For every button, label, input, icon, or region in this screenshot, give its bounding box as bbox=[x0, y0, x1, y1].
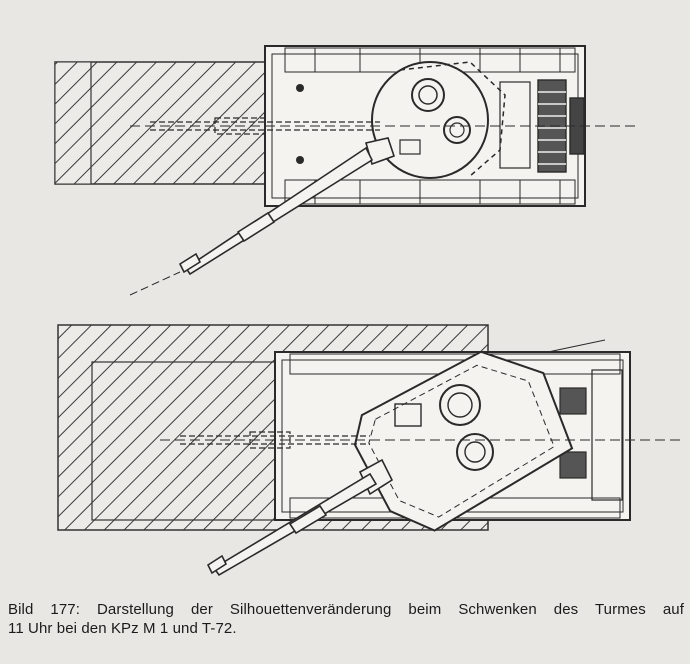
caption-line-2: 11 Uhr bei den KPz M 1 und T-72. bbox=[8, 620, 237, 637]
m1-turret bbox=[371, 61, 489, 179]
m1-top-view bbox=[54, 45, 640, 296]
caption-line-1: Bild 177: Darstellung der Silhouettenver… bbox=[8, 601, 684, 618]
m1-gun-11-oclock bbox=[178, 137, 396, 276]
t72-gun-11-oclock bbox=[206, 458, 394, 577]
figure-caption: Bild 177: Darstellung der Silhouettenver… bbox=[8, 600, 684, 638]
m1-silhouette-hatch bbox=[54, 61, 281, 185]
t72-top-view bbox=[57, 324, 680, 577]
t72-turret bbox=[353, 350, 574, 532]
